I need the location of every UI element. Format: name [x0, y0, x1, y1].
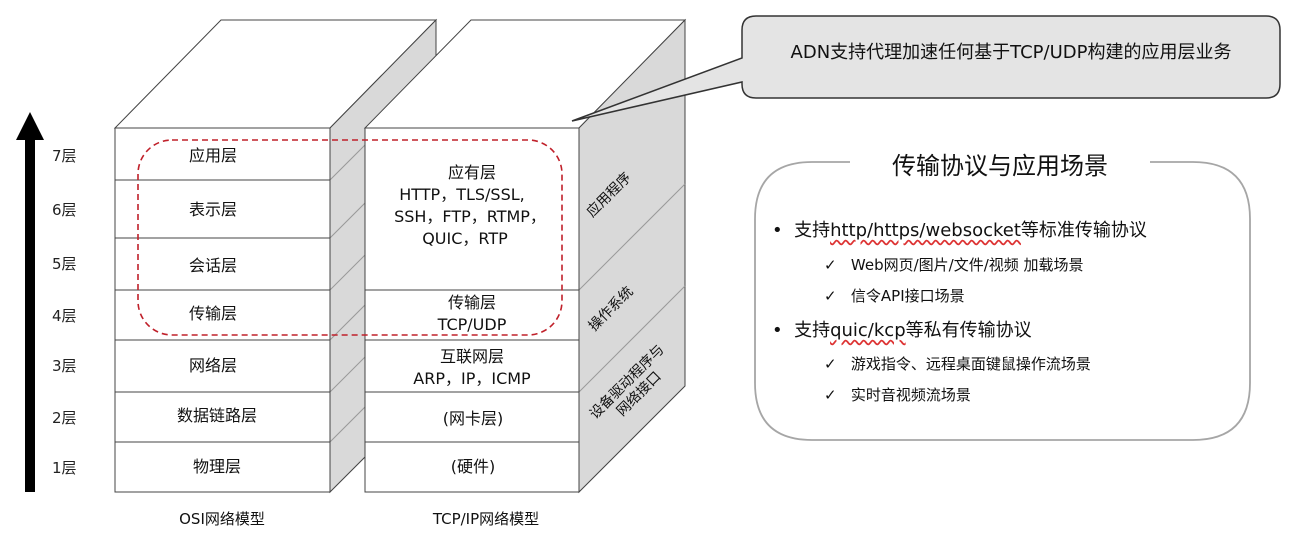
osi-caption: OSI网络模型 [179, 510, 265, 528]
bullet1-prefix: 支持 [794, 220, 831, 241]
check-icon: ✓ [824, 355, 837, 373]
layer-number-6: 6层 [52, 201, 77, 219]
bullet-dot-icon: • [772, 220, 783, 241]
layer-numbers: 7层 6层 5层 4层 3层 2层 1层 [52, 147, 77, 477]
osi-layer-session: 会话层 [189, 256, 237, 275]
check-item-web-text: Web网页/图片/文件/视频 加载场景 [850, 256, 1084, 274]
check-item-api-text: 信令API接口场景 [850, 287, 965, 305]
osi-layer-transport: 传输层 [189, 304, 237, 323]
layer-direction-arrow [16, 112, 44, 492]
check-item-web: ✓ Web网页/图片/文件/视频 加载场景 [824, 254, 1084, 275]
bullet-dot-icon: • [772, 320, 783, 341]
osi-layer-network: 网络层 [189, 356, 237, 375]
tcpip-internet-title: 互联网层 [440, 347, 504, 366]
panel-title: 传输协议与应用场景 [850, 146, 1150, 181]
highlight-dashed-outline [137, 139, 563, 336]
bullet-standard-protocols: • 支持http/https/websocket等标准传输协议 [772, 216, 1147, 242]
callout-bubble [571, 15, 1281, 122]
layer-number-2: 2层 [52, 409, 77, 427]
tcpip-application-protocols-line2: SSH，FTP，RTMP， [394, 207, 546, 226]
check-icon: ✓ [824, 386, 837, 404]
bullet2-prefix: 支持 [794, 320, 831, 341]
bullet2-protocols: quic/kcp [830, 320, 906, 341]
bullet1-suffix: 等标准传输协议 [1020, 220, 1147, 241]
layer-number-5: 5层 [52, 255, 77, 273]
tcpip-application-protocols-line3: QUIC，RTP [422, 229, 508, 248]
tcpip-transport-title: 传输层 [448, 293, 496, 312]
check-icon: ✓ [824, 256, 837, 274]
callout-text: ADN支持代理加速任何基于TCP/UDP构建的应用层业务 [790, 42, 1232, 63]
tcpip-model-block: 应有层 HTTP，TLS/SSL, SSH，FTP，RTMP， QUIC，RTP… [363, 18, 687, 528]
tcpip-caption: TCP/IP网络模型 [432, 510, 539, 528]
tcpip-physical-layer: (硬件) [451, 457, 496, 476]
tcpip-application-protocols-line1: HTTP，TLS/SSL, [399, 185, 525, 204]
layer-number-4: 4层 [52, 307, 77, 325]
bullet1-protocols: http/https/websocket [830, 220, 1021, 241]
layer-number-7: 7层 [52, 147, 77, 165]
check-item-av: ✓ 实时音视频流场景 [824, 384, 971, 405]
tcpip-transport-protocols: TCP/UDP [437, 315, 507, 334]
osi-layer-presentation: 表示层 [189, 200, 237, 219]
tcpip-internet-protocols: ARP，IP，ICMP [413, 369, 531, 388]
bullet2-suffix: 等私有传输协议 [905, 320, 1032, 341]
osi-layer-data-link: 数据链路层 [177, 406, 257, 425]
tcpip-application-title: 应有层 [448, 163, 496, 182]
panel-border [754, 161, 1251, 441]
check-item-av-text: 实时音视频流场景 [850, 386, 971, 404]
check-item-game-text: 游戏指令、远程桌面键鼠操作流场景 [850, 355, 1091, 373]
tcpip-link-layer: (网卡层) [443, 409, 504, 428]
layer-number-3: 3层 [52, 357, 77, 375]
layer-number-1: 1层 [52, 459, 77, 477]
check-icon: ✓ [824, 287, 837, 305]
bullet-private-protocols: • 支持quic/kcp等私有传输协议 [772, 316, 1032, 342]
check-item-game: ✓ 游戏指令、远程桌面键鼠操作流场景 [824, 353, 1091, 374]
check-item-api: ✓ 信令API接口场景 [824, 285, 965, 306]
osi-layer-physical: 物理层 [193, 457, 241, 476]
osi-layer-application: 应用层 [189, 146, 237, 165]
